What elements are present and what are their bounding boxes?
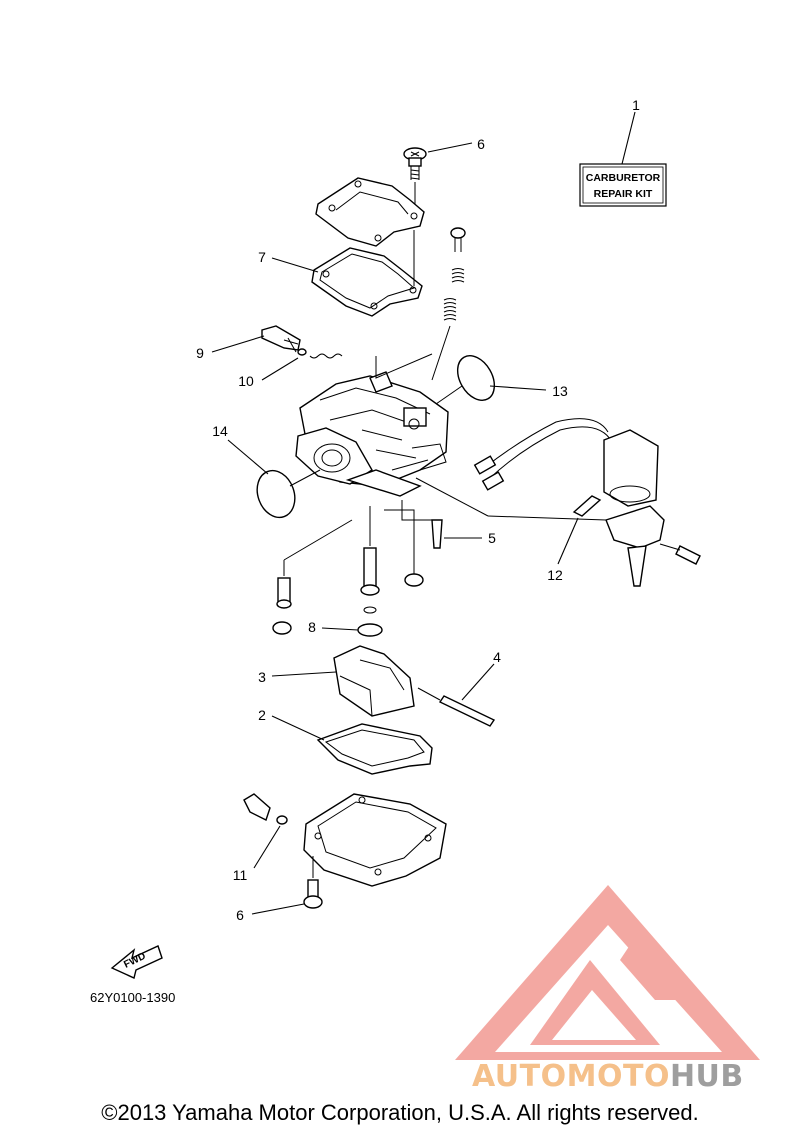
callout-9: 9 — [196, 345, 204, 361]
diagram-part-number: 62Y0100-1390 — [90, 990, 175, 1005]
o-ring-13 — [435, 355, 547, 405]
drain-screw — [243, 793, 288, 869]
carburetor-body — [295, 353, 449, 497]
carburetor-repair-kit-label: CARBURETOR REPAIR KIT — [579, 111, 667, 207]
needle-valve — [401, 500, 482, 549]
callout-3: 3 — [258, 669, 266, 685]
gasket-12 — [557, 495, 602, 565]
kit-label-line1: CARBURETOR — [586, 172, 661, 184]
callout-6-top: 6 — [477, 136, 485, 152]
callout-11: 11 — [233, 867, 248, 883]
copyright-notice: ©2013 Yamaha Motor Corporation, U.S.A. A… — [101, 1100, 699, 1125]
callout-13: 13 — [552, 383, 568, 399]
automotohub-wordmark: AUTOMOTOHUB — [472, 1059, 744, 1094]
o-ring-14 — [227, 439, 321, 519]
callout-10: 10 — [238, 373, 254, 389]
throttle-stop-screw — [211, 325, 343, 381]
callout-14: 14 — [212, 423, 228, 439]
callout-12: 12 — [547, 567, 563, 583]
float-chamber-gasket — [271, 715, 433, 775]
top-cover-screw — [403, 142, 473, 210]
callout-8: 8 — [308, 619, 316, 635]
top-cover-plate — [315, 177, 425, 247]
callout-4: 4 — [493, 649, 501, 665]
fwd-arrow-icon: FWD — [110, 945, 163, 979]
choke-solenoid-assembly — [415, 418, 701, 587]
jets-and-nozzles — [272, 506, 424, 635]
kit-label-line2: REPAIR KIT — [594, 188, 653, 200]
wordmark-hub: HUB — [670, 1059, 744, 1094]
callout-1: 1 — [632, 97, 640, 113]
callout-2: 2 — [258, 707, 266, 723]
callout-6-bottom: 6 — [236, 907, 244, 923]
bottom-screw — [251, 856, 323, 915]
wordmark-automoto: AUTOMOTO — [472, 1059, 670, 1094]
cover-gasket — [271, 230, 423, 317]
pilot-screw-and-springs — [431, 227, 466, 381]
float — [271, 645, 415, 717]
float-pin — [417, 663, 496, 727]
automotohub-logo — [455, 885, 760, 1060]
plug-8 — [321, 623, 383, 637]
float-chamber — [303, 793, 447, 887]
callout-7: 7 — [258, 249, 266, 265]
callout-5: 5 — [488, 530, 496, 546]
